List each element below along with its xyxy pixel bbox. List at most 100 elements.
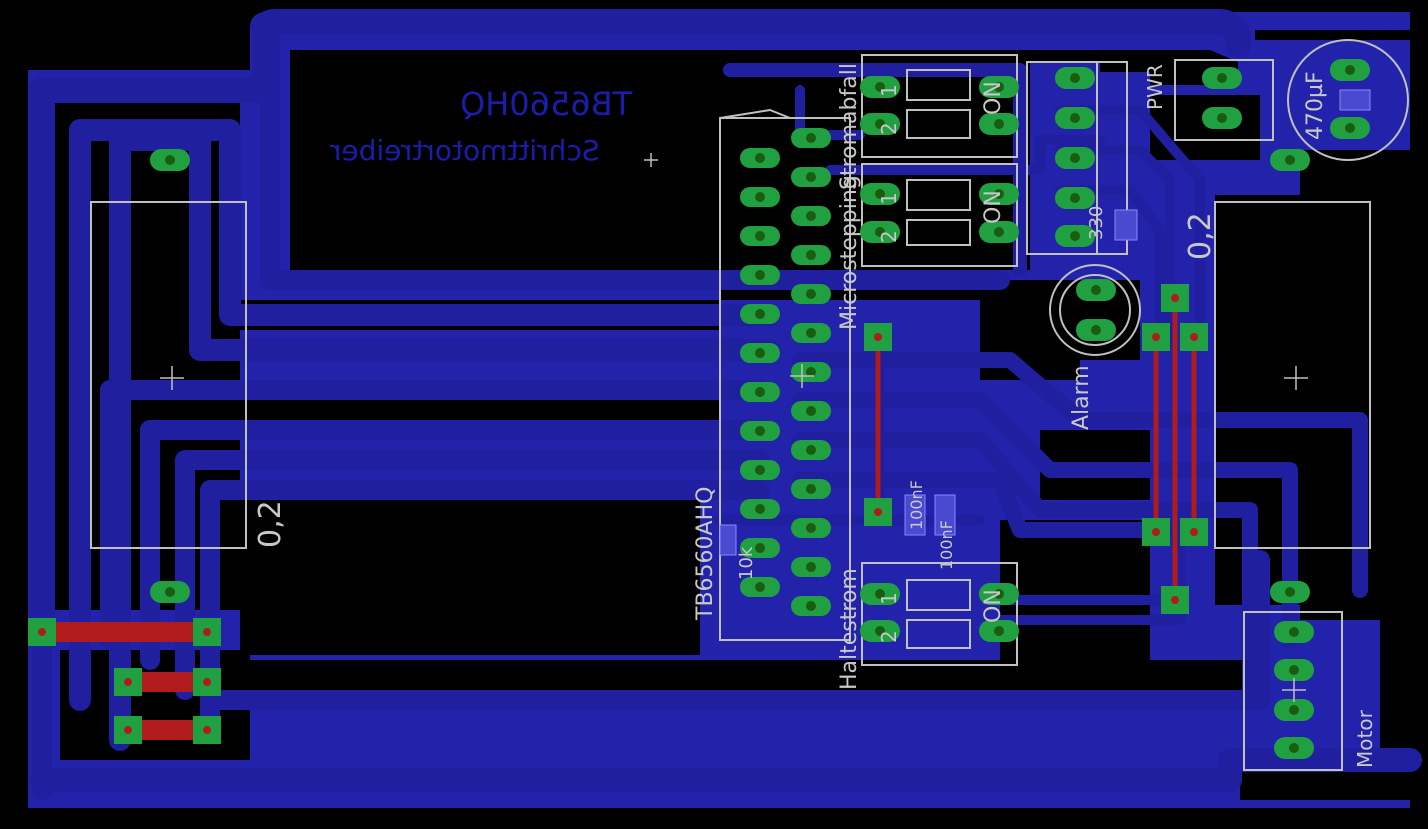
drill-hole: [755, 543, 765, 553]
label-c100nf-a: 100nF: [907, 480, 926, 530]
via: [38, 628, 46, 636]
drill-hole: [755, 387, 765, 397]
label-r330: 330: [1086, 206, 1107, 240]
drill-hole: [1091, 325, 1101, 335]
drill-hole: [875, 227, 885, 237]
label-haltestrom: Haltestrom: [837, 568, 862, 690]
via: [1190, 528, 1198, 536]
label-alarm: Alarm: [1069, 365, 1094, 430]
drill-hole: [806, 133, 816, 143]
drill-hole: [1070, 193, 1080, 203]
drill-hole: [806, 406, 816, 416]
drill-hole: [806, 523, 816, 533]
component-pads: [28, 59, 1370, 759]
label-motor: Motor: [1353, 709, 1377, 768]
drill-hole: [165, 155, 175, 165]
drill-hole: [1217, 113, 1227, 123]
drill-hole: [875, 589, 885, 599]
ic-pads: [740, 128, 831, 616]
label-cap: 470µF: [1303, 71, 1328, 140]
drill-hole: [994, 589, 1004, 599]
drill-hole: [755, 231, 765, 241]
board-subtitle: Schrittmotortreiber: [330, 134, 600, 167]
board-title: TB6560HQ: [460, 85, 633, 123]
drill-hole: [755, 348, 765, 358]
drill-hole: [1289, 743, 1299, 753]
drill-hole: [1070, 113, 1080, 123]
drill-hole: [875, 82, 885, 92]
svg-text:ON: ON: [981, 190, 1006, 224]
drill-hole: [875, 189, 885, 199]
via: [124, 726, 132, 734]
drill-hole: [806, 601, 816, 611]
via: [1152, 528, 1160, 536]
drill-hole: [1289, 705, 1299, 715]
drill-hole: [755, 192, 765, 202]
via: [203, 628, 211, 636]
drill-hole: [1289, 665, 1299, 675]
drill-hole: [1285, 155, 1295, 165]
drill-hole: [875, 626, 885, 636]
svg-text:2: 2: [877, 630, 901, 643]
jumper-wires: [42, 298, 1197, 740]
drill-hole: [1217, 73, 1227, 83]
drill-hole: [755, 504, 765, 514]
drill-hole: [755, 270, 765, 280]
label-stromabfall: Stromabfall: [837, 63, 862, 190]
label-microstepping: Microstepping: [837, 175, 862, 330]
drill-hole: [806, 367, 816, 377]
drill-hole: [1070, 73, 1080, 83]
svg-text:ON: ON: [981, 81, 1006, 115]
drill-hole: [994, 626, 1004, 636]
drill-hole: [1070, 153, 1080, 163]
via: [1171, 294, 1179, 302]
dip-labels: ON ON ON 1 2 1 2 1 2: [877, 81, 1006, 643]
drill-hole: [875, 119, 885, 129]
via: [203, 726, 211, 734]
drill-hole: [994, 119, 1004, 129]
drill-hole: [806, 484, 816, 494]
drill-hole: [806, 250, 816, 260]
origin-marks: [160, 153, 1308, 702]
drill-hole: [1285, 587, 1295, 597]
drill-hole: [806, 445, 816, 455]
drill-hole: [806, 172, 816, 182]
via: [874, 508, 882, 516]
via: [1152, 333, 1160, 341]
drill-hole: [1289, 627, 1299, 637]
label-ic: TB6560AHQ: [693, 487, 718, 621]
label-shunt-left: 0,2: [253, 500, 288, 548]
via: [874, 333, 882, 341]
svg-text:1: 1: [877, 84, 901, 97]
drill-hole: [806, 289, 816, 299]
svg-text:ON: ON: [981, 589, 1006, 623]
drill-hole: [1345, 65, 1355, 75]
label-c100nf-b: 100nF: [937, 520, 956, 570]
drill-hole: [165, 587, 175, 597]
drill-hole: [806, 562, 816, 572]
label-r10k: 10k: [736, 546, 757, 580]
silkscreen: [90, 39, 1409, 771]
label-pwr: PWR: [1143, 64, 1167, 110]
drill-hole: [994, 227, 1004, 237]
via: [124, 678, 132, 686]
drill-hole: [806, 328, 816, 338]
drill-hole: [994, 82, 1004, 92]
traces: [29, 9, 1422, 800]
svg-text:2: 2: [877, 122, 901, 135]
svg-text:2: 2: [877, 230, 901, 243]
drill-hole: [1070, 231, 1080, 241]
via: [1171, 596, 1179, 604]
via: [1190, 333, 1198, 341]
drill-hole: [806, 211, 816, 221]
via: [203, 678, 211, 686]
label-shunt-right: 0,2: [1183, 212, 1218, 260]
drill-hole: [755, 465, 765, 475]
drill-hole: [755, 153, 765, 163]
svg-text:1: 1: [877, 592, 901, 605]
svg-text:1: 1: [877, 192, 901, 205]
drill-hole: [1091, 285, 1101, 295]
drill-hole: [994, 189, 1004, 199]
drill-hole: [755, 309, 765, 319]
